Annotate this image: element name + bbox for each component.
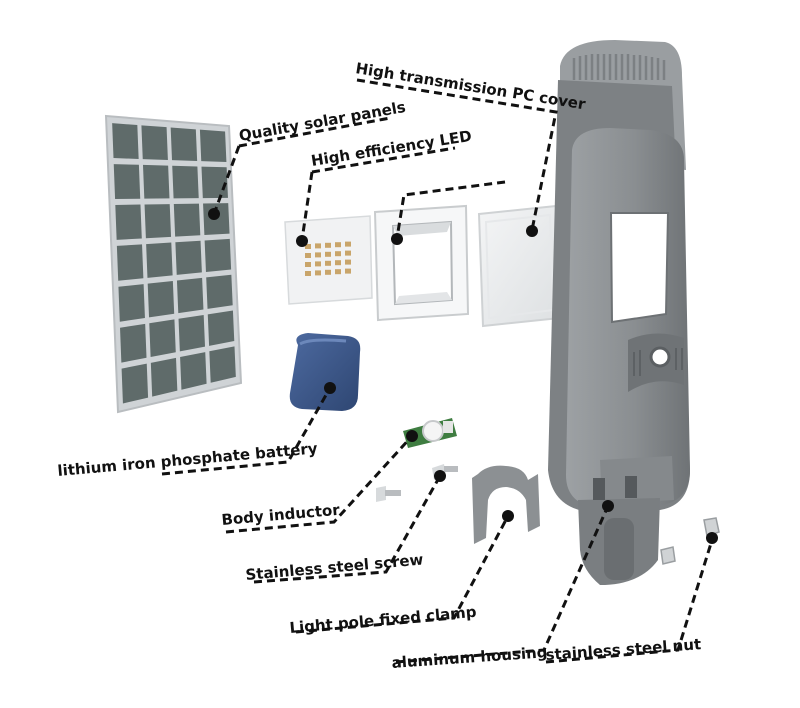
solar-cell <box>204 238 232 272</box>
led-reflector <box>373 204 470 322</box>
solar-cell <box>112 123 139 159</box>
solar-cell <box>178 314 206 352</box>
leader-housing <box>395 505 610 664</box>
led-chip <box>305 253 311 258</box>
dot-pc-cover <box>526 225 538 237</box>
screw-shapes <box>376 464 458 502</box>
leader-nut <box>545 539 714 664</box>
led-chip <box>325 260 331 266</box>
solar-cells <box>112 123 236 404</box>
solar-cell <box>176 277 204 314</box>
solar-cell <box>142 164 170 199</box>
led-chip <box>335 251 341 257</box>
led-chip <box>345 241 351 247</box>
led-chip <box>335 260 341 266</box>
aluminum-housing-shape <box>548 40 690 585</box>
dot-solar-panels <box>208 208 220 220</box>
solar-cell <box>180 352 207 390</box>
leader-screw <box>253 475 442 584</box>
label-body-inductor: Body inductor <box>221 501 341 529</box>
led-chip <box>345 268 351 274</box>
solar-cell <box>147 280 175 318</box>
led-chip <box>315 252 321 258</box>
led-chip <box>325 251 331 257</box>
solar-cell <box>201 166 228 199</box>
battery-shape <box>289 333 361 411</box>
led-chip <box>325 269 331 275</box>
led-chip <box>305 271 311 276</box>
housing-grille <box>572 54 666 80</box>
led-chip <box>305 262 311 267</box>
label-housing: aluminum housing <box>391 643 548 672</box>
solar-cell <box>206 274 233 309</box>
solar-cell <box>115 204 142 240</box>
solar-cell <box>118 284 145 322</box>
leader-body-inductor <box>225 434 414 534</box>
label-clamp: Light pole fixed clamp <box>289 603 478 637</box>
dot-screw <box>434 470 446 482</box>
solar-cell <box>172 165 199 199</box>
solar-cell <box>146 242 173 278</box>
solar-cell <box>209 346 236 383</box>
label-led: High efficiency LED <box>310 127 473 170</box>
led-chip <box>335 269 341 275</box>
solar-panel <box>104 114 243 414</box>
solar-cell <box>150 357 178 397</box>
solar-cell <box>121 363 149 404</box>
dot-led <box>296 235 308 247</box>
led-chips <box>305 241 351 276</box>
dot-nut <box>706 532 718 544</box>
dot-body-inductor <box>406 430 418 442</box>
led-chip <box>315 270 321 276</box>
solar-cell <box>199 129 227 163</box>
label-nut: stainless steel nut <box>545 635 702 664</box>
led-chip <box>345 250 351 256</box>
leader-lines <box>161 78 714 664</box>
nut-shapes <box>660 517 720 565</box>
label-battery: lithium iron phosphate battery <box>57 439 319 480</box>
leader-clamp <box>295 515 510 634</box>
leader-pc-cover <box>356 78 558 231</box>
solar-cell <box>144 204 172 239</box>
leader-led <box>300 146 456 241</box>
dot-battery <box>324 382 336 394</box>
solar-cell <box>175 240 202 275</box>
pc-cover <box>477 204 562 328</box>
solar-cell <box>149 319 176 358</box>
solar-cell <box>207 310 235 346</box>
leader-battery <box>161 387 332 476</box>
led-chip <box>315 261 321 267</box>
solar-cell <box>173 203 201 237</box>
clamp-shape <box>472 465 540 544</box>
label-screw: Stainless steel screw <box>245 550 424 583</box>
led-chip <box>335 242 341 248</box>
leader-reflector <box>395 180 506 239</box>
dot-reflector <box>391 233 403 245</box>
solar-cell <box>120 323 147 363</box>
solar-cell <box>141 125 168 160</box>
label-solar-panels: Quality solar panels <box>238 98 408 145</box>
led-chip <box>325 242 331 248</box>
solar-cell <box>116 244 144 281</box>
sensor-vents <box>633 348 683 376</box>
led-chip <box>315 243 321 249</box>
dot-clamp <box>502 510 514 522</box>
led-board <box>284 215 373 305</box>
solar-cell <box>170 127 198 161</box>
leader-dots <box>208 208 718 544</box>
solar-cell <box>113 164 141 199</box>
led-chip <box>305 244 311 249</box>
led-chip <box>345 259 351 265</box>
dot-housing <box>602 500 614 512</box>
body-inductor-shape <box>403 418 457 448</box>
